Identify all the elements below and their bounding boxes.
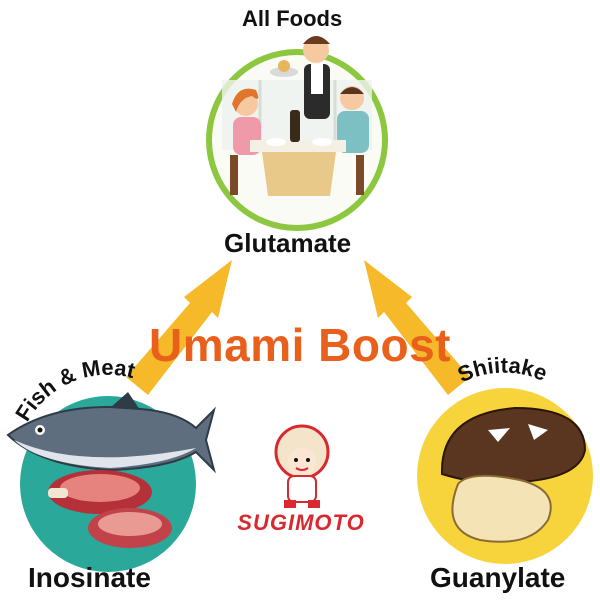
tuna-illustration <box>6 392 216 474</box>
all-foods-circle <box>206 36 388 231</box>
arrow-left-to-top <box>126 260 232 395</box>
arrow-right-to-top <box>364 260 470 395</box>
meat-illustration <box>48 470 172 548</box>
shiitake-circle <box>417 388 593 564</box>
brand-wordmark: SUGIMOTO <box>237 510 365 535</box>
shiitake-mushroom-illustration <box>440 406 587 543</box>
compound-label-right: Guanylate <box>430 562 566 593</box>
fish-meat-circle <box>6 392 216 572</box>
compound-label-top: Glutamate <box>224 228 352 258</box>
headline: Umami Boost <box>149 319 451 371</box>
waiter-figure <box>270 36 330 119</box>
sugimoto-mascot-logo <box>274 424 330 508</box>
compound-label-left: Inosinate <box>28 562 151 593</box>
category-label-top: All Foods <box>242 6 343 31</box>
dining-table <box>250 110 346 196</box>
